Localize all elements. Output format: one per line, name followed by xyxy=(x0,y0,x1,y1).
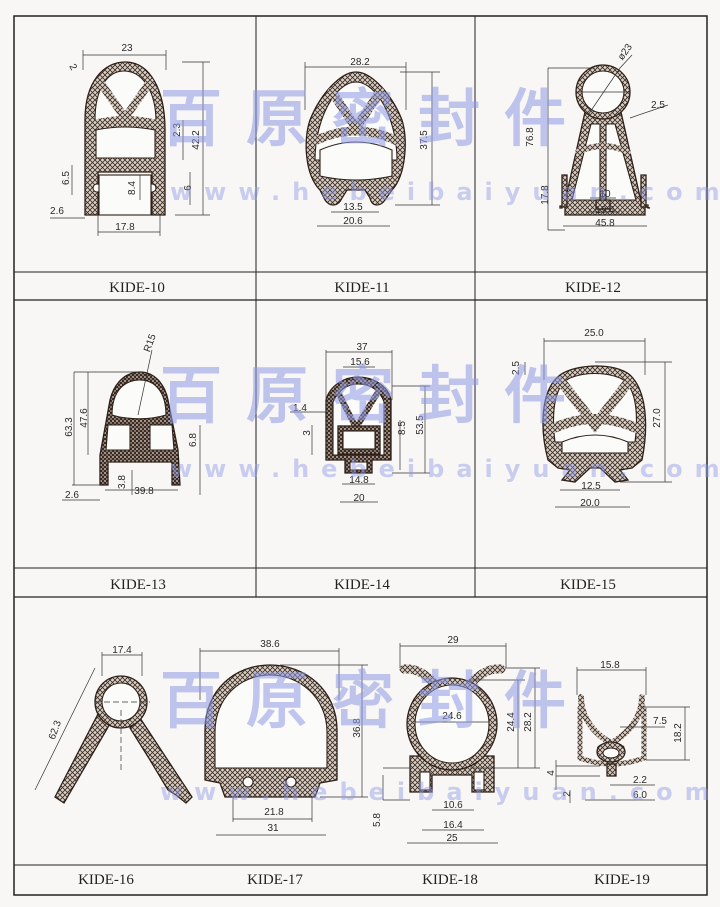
profile-kide-11: 28.2 37.5 13.5 20.6 KIDE-11 xyxy=(304,57,440,296)
profile-label: KIDE-12 xyxy=(565,280,621,296)
dim: 20 xyxy=(353,493,365,504)
dim: 17.4 xyxy=(112,645,132,656)
dim: 16.4 xyxy=(443,820,463,831)
dim: 76.8 xyxy=(525,127,536,147)
kide-16-drawing xyxy=(54,710,112,804)
table-grid xyxy=(13,15,708,896)
profile-kide-14: 37 15.6 1.4 3 8.5 53.5 14.8 20 KIDE-14 xyxy=(290,342,430,593)
dim: 29 xyxy=(447,635,459,646)
dim: 13.5 xyxy=(343,202,363,213)
watermark-url: www.hebeibaiyuan.com xyxy=(160,778,720,806)
profile-kide-17: 38.6 36.8 21.8 31 KIDE-17 xyxy=(199,639,368,888)
dim: 38.6 xyxy=(260,639,280,650)
dim: 37.5 xyxy=(419,130,430,150)
dim: 63.3 xyxy=(64,417,75,437)
dim: 1.4 xyxy=(293,403,307,414)
dim: 15.6 xyxy=(350,357,370,368)
dim: 6.0 xyxy=(633,790,647,801)
dim: 2.6 xyxy=(50,206,64,217)
profile-label: KIDE-19 xyxy=(594,872,650,888)
dim: 45.8 xyxy=(595,218,615,229)
watermark-chinese: 百原密封件 xyxy=(160,359,590,432)
profile-label: KIDE-13 xyxy=(110,577,166,593)
dim: 20.0 xyxy=(580,498,600,509)
dim: 24.6 xyxy=(442,711,462,722)
dim: 17.8 xyxy=(540,185,551,205)
dim: 2.2 xyxy=(633,775,647,786)
dim: 27.0 xyxy=(652,408,663,428)
profile-label: KIDE-14 xyxy=(334,577,390,593)
dim-width: 23 xyxy=(121,43,133,54)
dim: 2.6 xyxy=(65,490,79,501)
dim: 62.3 xyxy=(47,719,64,741)
dim-wall: 2 xyxy=(66,62,79,73)
dim: 3.8 xyxy=(117,475,128,489)
watermark-url: www.hebeibaiyuan.com xyxy=(170,178,720,206)
dim: 17.8 xyxy=(115,222,135,233)
dim: 28.2 xyxy=(523,712,534,732)
profile-kide-10: 23 2 2.3 42.2 6.5 8.4 6 2.6 17.8 KIDE-10 xyxy=(50,43,210,296)
dim: 39.8 xyxy=(134,486,154,497)
dim: 25 xyxy=(446,833,458,844)
dim: 37 xyxy=(356,342,368,353)
dim-height: 42.2 xyxy=(191,130,202,150)
dim: 53.5 xyxy=(415,415,426,435)
dim: 10 xyxy=(599,189,611,200)
dim: 10.6 xyxy=(443,800,463,811)
watermark: 百原密封件 www.hebeibaiyuan.com 百原密封件 www.heb… xyxy=(160,82,720,806)
watermark-url: www.hebeibaiyuan.com xyxy=(170,455,720,483)
dim: 24.4 xyxy=(506,712,517,732)
dim: 47.6 xyxy=(79,408,90,428)
dim: 2.3 xyxy=(172,123,183,137)
dim: 19.4 xyxy=(595,205,615,216)
dim: 20.6 xyxy=(343,216,363,227)
dim: 7.5 xyxy=(653,716,667,727)
dim: 21.8 xyxy=(264,807,284,818)
profile-kide-18: 29 24.6 24.4 28.2 5.8 10.6 16.4 25 KIDE-… xyxy=(372,635,540,888)
dim: 2.5 xyxy=(651,100,665,111)
profile-label: KIDE-18 xyxy=(422,872,478,888)
dim: 15.8 xyxy=(600,660,620,671)
dim: 18.2 xyxy=(673,723,684,743)
profile-label: KIDE-16 xyxy=(78,872,134,888)
dim: 2 xyxy=(562,791,573,797)
dim: ø23 xyxy=(616,42,635,63)
profile-label: KIDE-15 xyxy=(560,577,616,593)
dim: 4 xyxy=(546,770,557,776)
dim: 8.5 xyxy=(397,421,408,435)
dim: 14.8 xyxy=(349,475,369,486)
profile-label: KIDE-10 xyxy=(109,280,165,296)
dim: 5.8 xyxy=(372,813,383,827)
profile-label: KIDE-17 xyxy=(247,872,303,888)
watermark-chinese: 百原密封件 xyxy=(160,664,590,737)
profile-kide-15: 25.0 2.5 27.0 12.5 20.0 KIDE-15 xyxy=(511,328,672,593)
dim: 36.8 xyxy=(352,718,363,738)
profile-kide-12: ø23 2.5 76.8 17.8 10 19.4 45.8 KIDE-12 xyxy=(525,42,669,296)
dim: 6.5 xyxy=(61,171,72,185)
dim: 8.4 xyxy=(127,181,138,195)
dim: 2.5 xyxy=(511,361,522,375)
dim: 28.2 xyxy=(350,57,370,68)
dim: 6 xyxy=(183,185,194,191)
profile-kide-19: 15.8 7.5 18.2 4 2 2.2 6.0 KIDE-19 xyxy=(546,660,690,888)
dim: 3 xyxy=(302,430,313,436)
dim: 12.5 xyxy=(581,481,601,492)
dim: 6.8 xyxy=(188,433,199,447)
dim: 31 xyxy=(267,823,279,834)
watermark-chinese: 百原密封件 xyxy=(160,82,590,155)
dim: R15 xyxy=(142,332,159,353)
profile-label: KIDE-11 xyxy=(334,280,389,296)
profile-kide-13: R15 63.3 47.6 6.8 3.8 2.6 39.8 KIDE-13 xyxy=(62,332,201,593)
dim: 25.0 xyxy=(584,328,604,339)
